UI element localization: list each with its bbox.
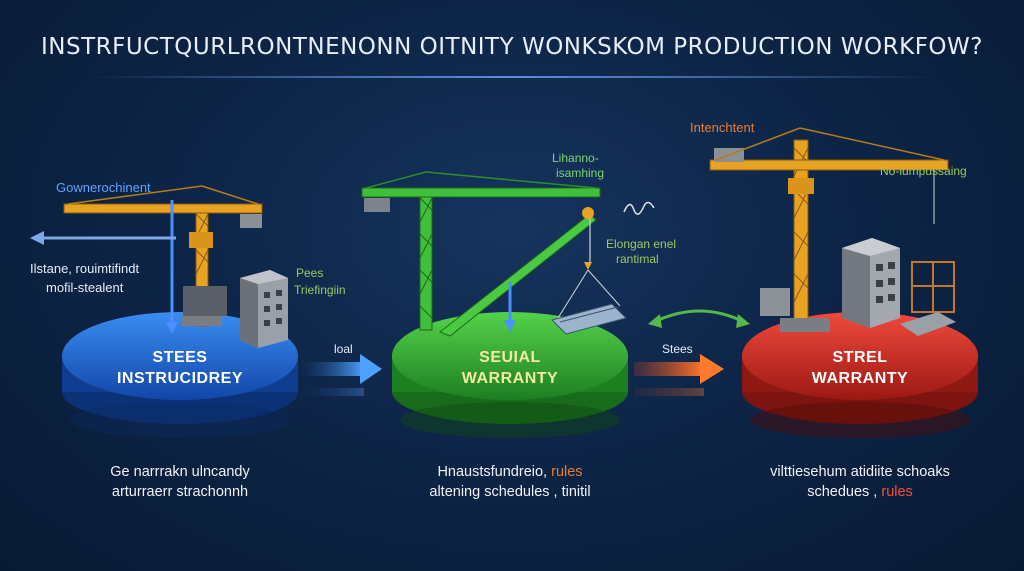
arrow-left-out (30, 231, 176, 245)
arrow-bidirectional-red (648, 309, 750, 328)
blue-disc-line2: INSTRUCIDREY (116, 370, 243, 387)
signature-mark (623, 201, 655, 215)
arrow-blue-to-green (300, 354, 382, 396)
blue-side-label-2: mofil-stealent (46, 280, 124, 295)
title-divider (90, 76, 934, 78)
green-top-label-1: Lihanno- (552, 151, 599, 165)
arrow-label-green-red: Stees (662, 342, 693, 356)
building-red-stage (760, 238, 956, 336)
blue-caption-line1: Ge narrrakn ulncandy (110, 464, 250, 480)
red-caption-line2: schedues , rules (807, 484, 913, 500)
red-side-label: No-iumpussaing (880, 164, 967, 178)
green-side-label-2: rantimal (616, 252, 659, 266)
crane-red-stage (709, 127, 949, 332)
blue-side-label-3: Pees (296, 266, 324, 280)
pointer-line-blue (166, 200, 178, 334)
red-caption-line1: vilttiesehum atidiite schoaks (770, 464, 950, 480)
blue-caption-line2: arturraerr strachonnh (111, 484, 249, 500)
crane-green-stage (361, 171, 601, 337)
arrow-label-blue-green: loal (334, 342, 353, 356)
blue-top-label: Gownerochinent (56, 180, 151, 195)
steel-beams-green (551, 269, 627, 335)
red-top-label: Intenchtent (690, 120, 755, 135)
arrow-green-to-red (634, 354, 724, 396)
blue-disc-line1: STEES (152, 349, 208, 366)
green-caption-rules: rules (551, 464, 583, 480)
blue-side-label-4: Triefingiin (294, 283, 346, 297)
green-caption-line2: altening schedules , tinitil (429, 484, 591, 500)
green-caption-line1: Hnaustsfundreio, rules (437, 464, 583, 480)
page-title: INSTRFUCTQURLRONTNENONN OITNITY WONKSKOM… (41, 34, 983, 60)
green-disc-line1: SEUIAL (479, 349, 541, 366)
green-top-label-2: isamhing (556, 166, 605, 180)
red-disc-line1: STREL (832, 349, 888, 366)
green-side-label-1: Elongan enel (606, 237, 677, 251)
red-disc-line2: WARRANTY (811, 370, 909, 387)
pointer-line-green (504, 282, 516, 332)
blue-side-label-1: Ilstane, rouimtifindt (30, 261, 140, 276)
building-blue-stage (183, 270, 288, 348)
green-disc-line2: WARRANTY (461, 370, 559, 387)
stage-disc-blue (62, 312, 298, 438)
red-caption-rules: rules (881, 484, 913, 500)
crane-blue-stage (63, 185, 263, 327)
